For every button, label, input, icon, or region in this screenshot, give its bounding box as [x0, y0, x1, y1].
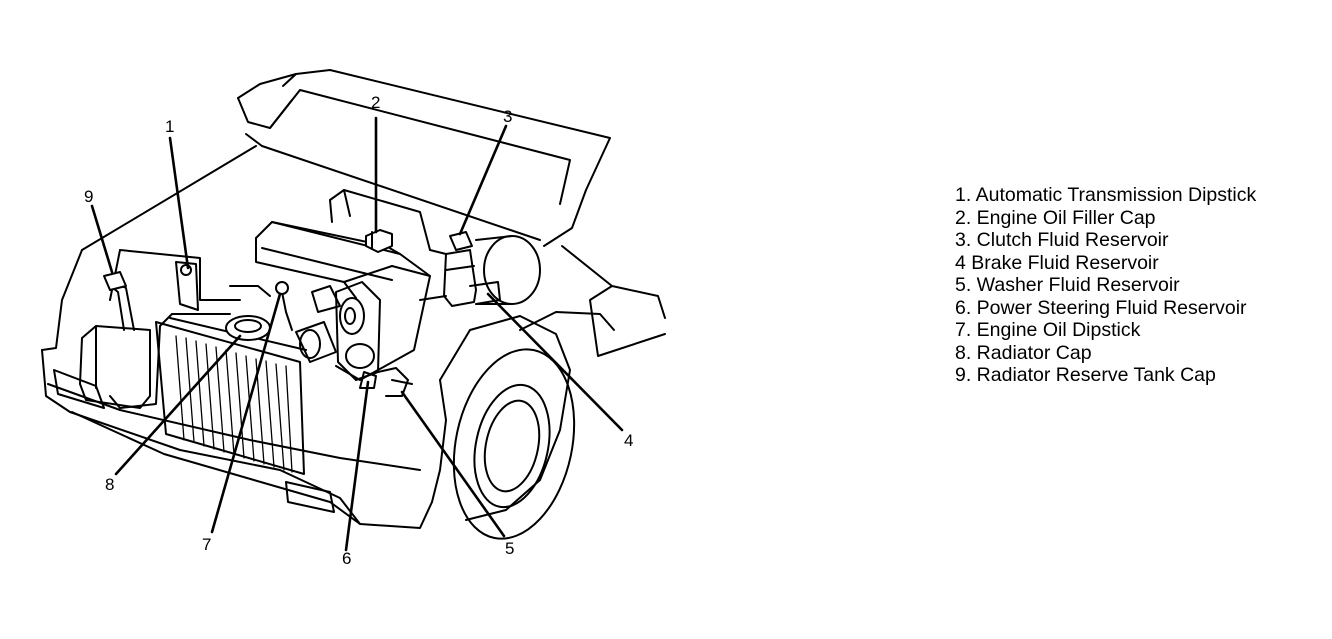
- leader-1: [168, 136, 190, 270]
- engine: [229, 189, 431, 381]
- radiator-fins: [175, 335, 293, 473]
- leader-6: [344, 380, 370, 552]
- callout-5: 5: [505, 539, 514, 558]
- leader-9: [90, 204, 114, 274]
- callout-6: 6: [342, 549, 351, 568]
- legend-item-3: 3. Clutch Fluid Reservoir: [955, 229, 1169, 251]
- hood: [237, 69, 611, 247]
- leader-8: [114, 334, 242, 476]
- leader-5: [400, 390, 506, 538]
- callout-2: 2: [371, 93, 380, 112]
- leader-lines: [90, 116, 624, 552]
- leader-3: [458, 124, 508, 236]
- legend-item-1: 1. Automatic Transmission Dipstick: [955, 184, 1257, 206]
- front-reservoirs: [359, 367, 413, 397]
- callout-8: 8: [105, 475, 114, 494]
- legend-item-4: 4 Brake Fluid Reservoir: [955, 251, 1159, 274]
- legend-item-5: 5. Washer Fluid Reservoir: [955, 274, 1180, 296]
- component-legend: 1. Automatic Transmission Dipstick 2. En…: [955, 184, 1256, 387]
- legend-item-2: 2. Engine Oil Filler Cap: [955, 206, 1156, 229]
- brake-and-clutch-area: [419, 231, 541, 307]
- legend-item-6: 6. Power Steering Fluid Reservoir: [955, 296, 1247, 319]
- callout-numbers: 1 2 3 4 5 6 7 8 9: [84, 93, 633, 568]
- callout-9: 9: [84, 187, 93, 206]
- legend-item-7: 7. Engine Oil Dipstick: [955, 319, 1141, 341]
- legend-item-8: 8. Radiator Cap: [955, 341, 1092, 364]
- leader-7: [210, 292, 282, 534]
- legend-item-9: 9. Radiator Reserve Tank Cap: [955, 364, 1216, 386]
- leader-4: [486, 292, 624, 432]
- reserve-tank: [79, 271, 231, 409]
- callout-4: 4: [624, 431, 633, 450]
- callout-1: 1: [165, 117, 174, 136]
- callout-3: 3: [503, 107, 512, 126]
- radiator: [155, 315, 307, 475]
- callout-7: 7: [202, 535, 211, 554]
- transmission-dipstick-area: [175, 261, 199, 311]
- fender-and-wheel: [431, 245, 666, 540]
